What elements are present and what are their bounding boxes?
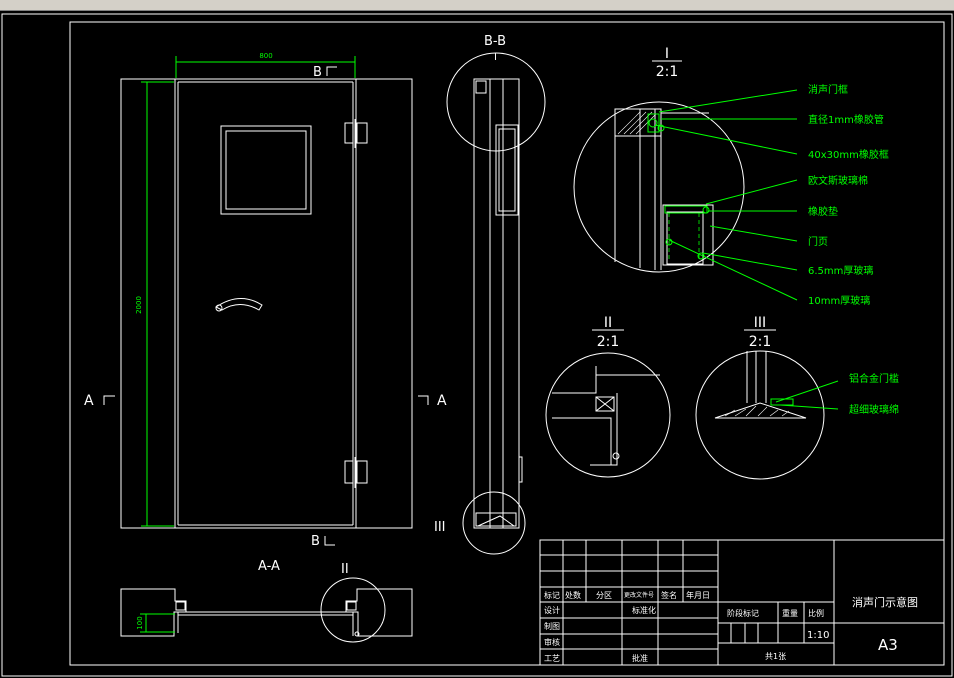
outer-border — [1, 13, 953, 677]
section-marker-a-right: A — [437, 393, 447, 409]
detail-i-title: I — [665, 46, 669, 62]
detail-i-view: I 2:1 — [573, 46, 889, 307]
tb-header-sign: 签名 — [661, 590, 677, 600]
detail-iii-circle — [462, 491, 526, 555]
tb-review: 审核 — [544, 637, 560, 647]
small-dimension-text: 100 — [136, 616, 144, 629]
tb-ratio: 比例 — [808, 608, 824, 618]
hinge-top-right — [356, 122, 368, 144]
detail-iii-enlarged-circle — [695, 350, 825, 480]
callout-glass-6-5mm: 6.5mm厚玻璃 — [808, 264, 873, 277]
section-bb-title: B-B — [484, 34, 506, 49]
title-block: 标记 处数 分区 更改文件号 签名 年月日 设计 标准化 制图 审核 工艺 批准… — [539, 539, 945, 666]
width-dimension-text: 800 — [259, 52, 272, 60]
tb-design: 设计 — [544, 605, 560, 615]
cad-drawing-canvas[interactable]: 800 2000 A A B B B-B I III I 2:1 — [0, 10, 954, 678]
detail-iii-marker: III — [434, 520, 446, 535]
tb-scale-value: 1:10 — [807, 630, 829, 641]
section-aa-title: A-A — [258, 559, 280, 574]
detail-ii-view: II 2:1 — [545, 315, 671, 478]
front-elevation: 800 2000 A A B B — [84, 52, 447, 549]
window-top-bar — [0, 0, 954, 11]
tb-header-date: 年月日 — [686, 590, 710, 600]
inner-border — [69, 21, 945, 666]
tb-stage-mark: 阶段标记 — [727, 608, 759, 618]
tb-paper-size: A3 — [878, 636, 898, 654]
detail-i-marker: I — [494, 52, 497, 63]
detail-ii-marker: II — [341, 562, 349, 577]
callout-glass-wool: 欧文斯玻璃棉 — [808, 174, 868, 187]
section-marker-b-top: B — [313, 65, 322, 80]
detail-i-enlarged-circle — [573, 101, 745, 273]
height-dimension-text: 2000 — [135, 296, 143, 314]
tb-header-count: 处数 — [565, 590, 581, 600]
section-marker-b-bottom: B — [311, 534, 320, 549]
callout-glass-10mm: 10mm厚玻璃 — [808, 294, 870, 307]
tb-sheets: 共1张 — [765, 652, 786, 661]
tb-approve: 批准 — [632, 653, 648, 663]
hinge-bottom-right — [356, 460, 368, 484]
tb-draft: 制图 — [544, 621, 560, 631]
detail-ii-circle — [320, 577, 386, 643]
tb-header-zone: 分区 — [596, 591, 612, 600]
callout-door-frame: 消声门框 — [808, 83, 848, 96]
detail-ii-enlarged-circle — [545, 352, 671, 478]
callout-rubber-frame: 40x30mm橡胶框 — [808, 148, 889, 161]
callout-rubber-tube: 直径1mm橡胶管 — [808, 113, 884, 126]
detail-i-scale: 2:1 — [656, 64, 679, 80]
tb-weight: 重量 — [782, 608, 798, 618]
section-bb-view: B-B I III — [434, 34, 546, 555]
tb-process: 工艺 — [544, 654, 560, 663]
detail-iii-scale: 2:1 — [749, 334, 772, 350]
door-frame-outline — [174, 78, 357, 529]
section-aa-view: A-A II 100 — [120, 559, 413, 643]
section-marker-a-left: A — [84, 393, 94, 409]
hinge-bottom-left — [344, 460, 354, 484]
door-window — [220, 125, 312, 215]
callout-door-leaf: 门页 — [808, 235, 828, 248]
detail-iii-view: III 2:1 铝合金门槛 超细玻璃绵 — [695, 315, 899, 480]
tb-drawing-title: 消声门示意图 — [852, 595, 918, 609]
tb-header-mark: 标记 — [544, 590, 560, 600]
callout-aluminum-threshold: 铝合金门槛 — [849, 372, 899, 385]
callout-rubber-pad: 橡胶垫 — [808, 205, 838, 218]
tb-standard: 标准化 — [632, 605, 656, 615]
detail-iii-title: III — [754, 315, 766, 331]
callout-superfine-glass-wool: 超细玻璃绵 — [849, 403, 899, 416]
door-handle — [215, 298, 263, 311]
detail-ii-scale: 2:1 — [597, 334, 620, 350]
tb-header-docno: 更改文件号 — [624, 591, 654, 599]
hinge-top-left — [344, 122, 354, 144]
wall-opening-outline — [120, 78, 413, 529]
detail-ii-title: II — [604, 315, 612, 331]
